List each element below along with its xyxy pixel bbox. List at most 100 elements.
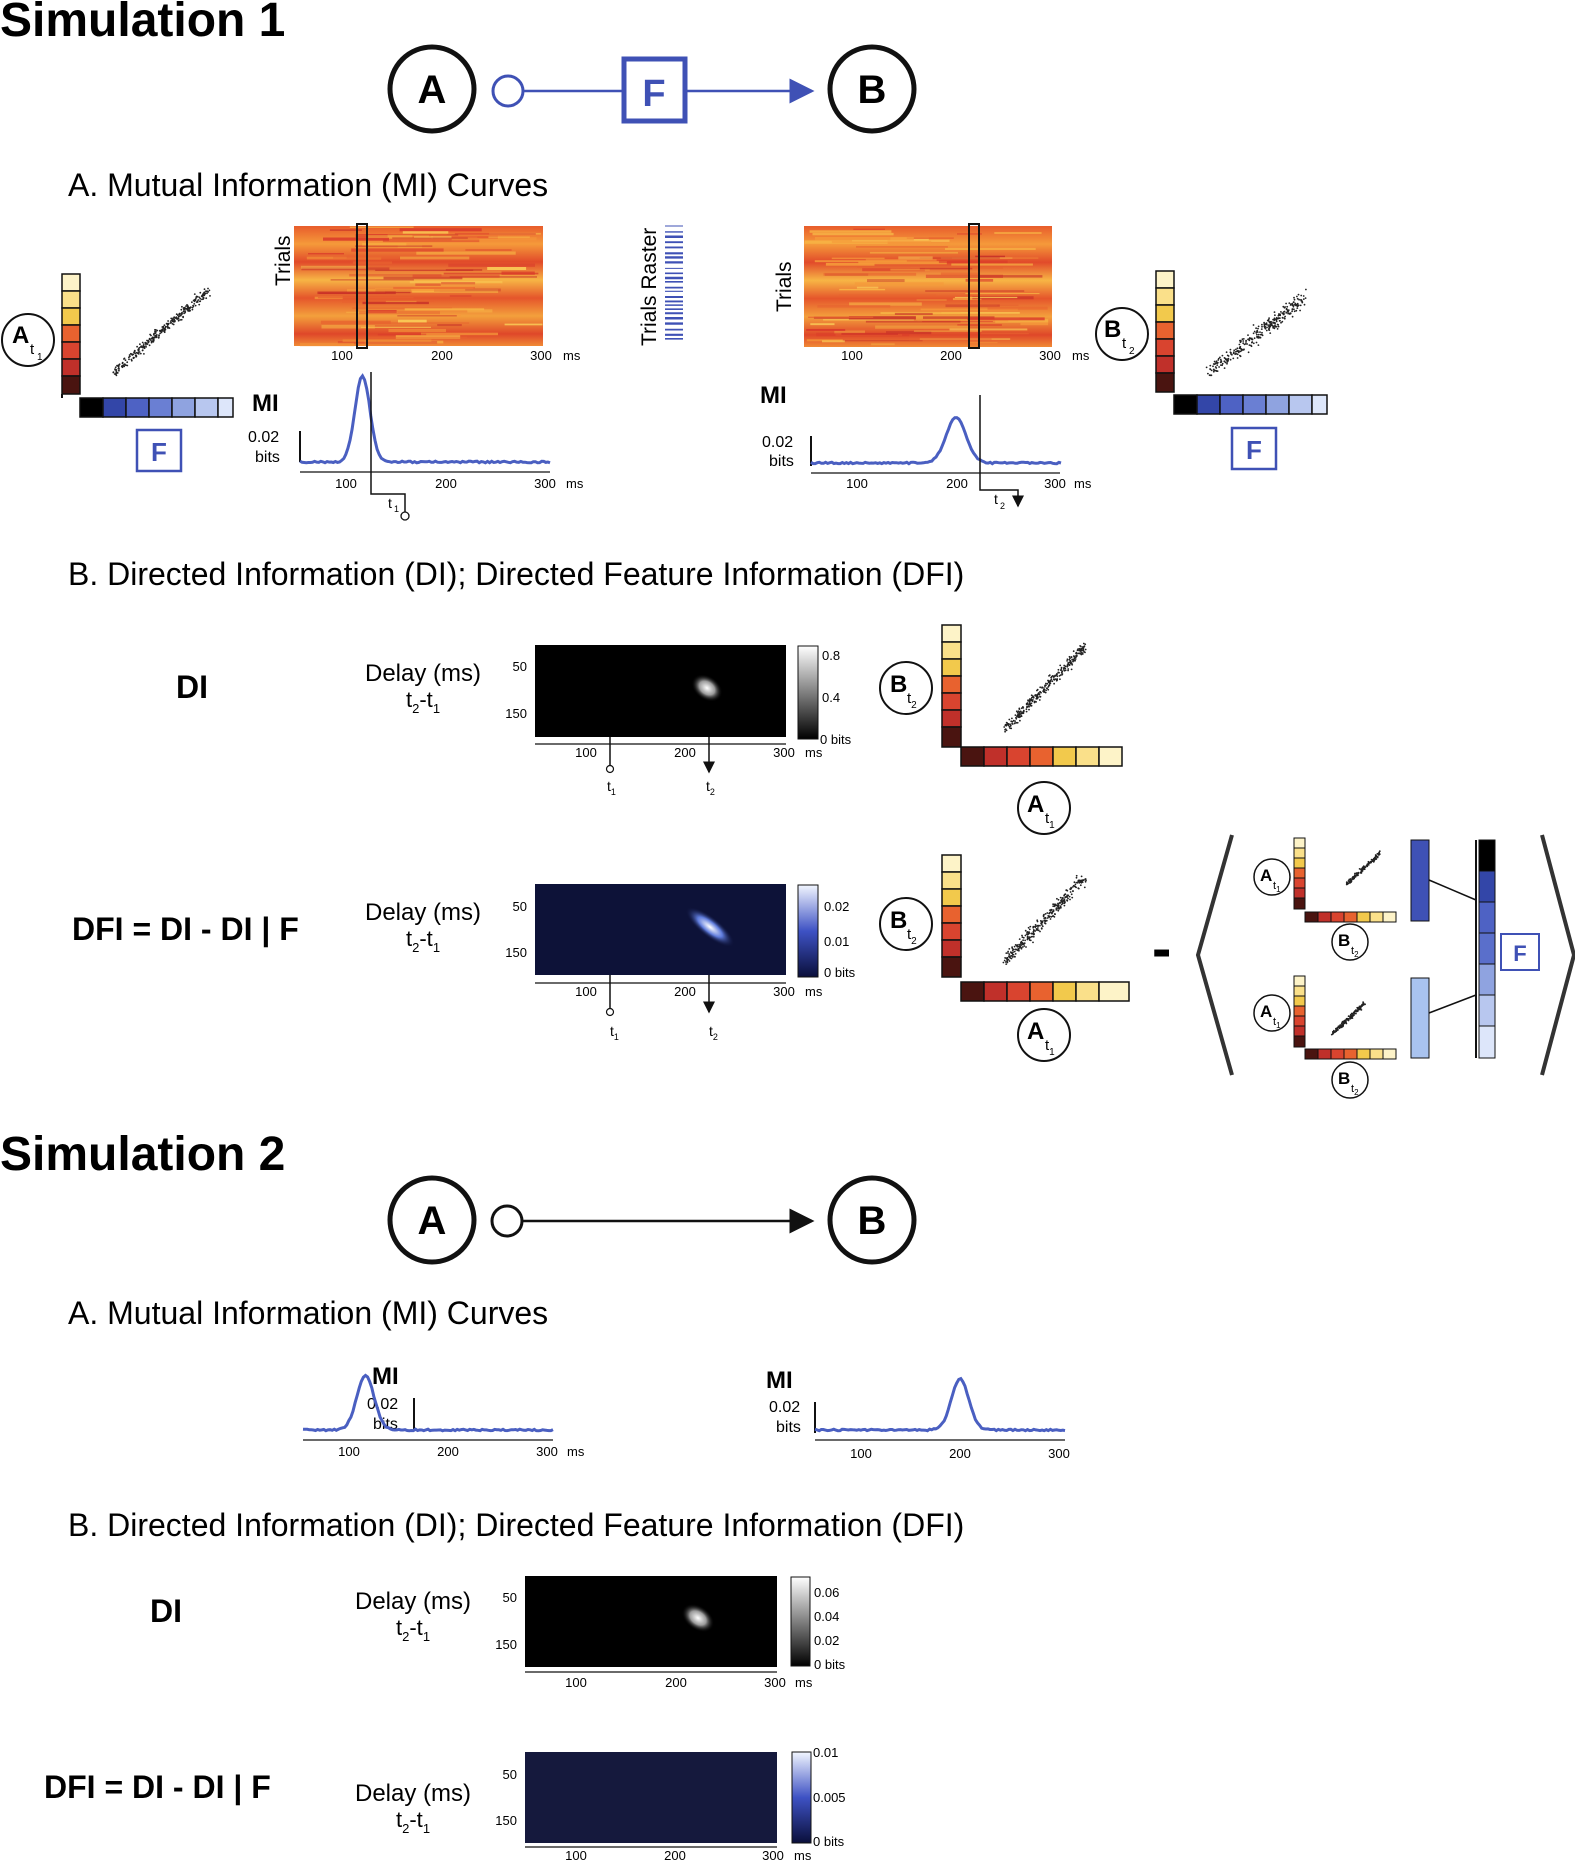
heatmap-streak (919, 338, 1011, 340)
scatter-point (1302, 295, 1305, 297)
scatter-point (1257, 344, 1260, 346)
tick-label: 100 (841, 348, 863, 363)
scatter-point (191, 308, 194, 311)
sim2-right-mi-value: 0.02 (769, 1399, 800, 1416)
scatter-point (1210, 369, 1213, 372)
tick-label: 50 (513, 659, 527, 674)
scatter-point (1012, 719, 1015, 722)
sim1-right-feature-label: F (1246, 435, 1262, 465)
sim1-left-mi-curve: MI 0.02 bits 100 200 300 ms t 1 (248, 372, 584, 521)
scatter-point (1080, 651, 1083, 654)
scatter-point (1273, 326, 1275, 329)
scatter-point (1260, 328, 1263, 330)
scatter-point (1045, 682, 1047, 685)
sim1-section-b-heading: B. Directed Information (DI); Directed F… (68, 556, 964, 592)
scatter-point (1372, 857, 1375, 860)
scatter-point (141, 349, 144, 351)
scatter-point (1293, 298, 1296, 301)
scatter-point (1299, 304, 1302, 307)
scatter-point (141, 341, 144, 344)
tick-label: 100 (335, 476, 357, 491)
scatter-point (1263, 325, 1266, 328)
scatter-point (1024, 939, 1026, 942)
heatmap-streak (886, 331, 932, 335)
scatter-point (1082, 649, 1085, 652)
heatmap-streak (402, 231, 449, 234)
svg-text:A: A (1027, 1018, 1044, 1045)
scatter-point (1302, 298, 1305, 300)
scatter-point (118, 369, 120, 372)
scatter-point (1083, 645, 1086, 648)
colorbar-label: 0.01 (824, 934, 849, 949)
heatmap-streak (400, 256, 470, 260)
tick-label: 100 (565, 1675, 587, 1690)
heatmap-streak (398, 319, 427, 323)
scatter-point (128, 354, 131, 356)
svg-text:t1: t1 (1045, 1037, 1055, 1058)
scatter-point (1024, 929, 1027, 932)
scatter-point (1235, 348, 1237, 351)
scatter-point (142, 343, 145, 345)
scatter-point (1072, 884, 1075, 887)
scatter-point (180, 308, 183, 311)
scatter-point (1259, 333, 1262, 336)
scatter-point (126, 364, 129, 367)
scatter-point (1240, 348, 1243, 350)
scatter-point (137, 353, 140, 355)
scatter-point (1238, 343, 1241, 346)
tick-label: 150 (495, 1637, 517, 1652)
scatter-point (1003, 959, 1006, 962)
scatter-point (1010, 952, 1013, 954)
scatter-point (1084, 878, 1087, 880)
sim2-node-b (827, 1175, 917, 1265)
scatter-point (1019, 713, 1022, 715)
heatmap-streak (825, 262, 875, 266)
heatmap-streak (437, 324, 462, 327)
scatter-point (1014, 948, 1017, 951)
scatter-point (1017, 710, 1020, 713)
scatter-point (1282, 313, 1285, 316)
scatter-point (139, 343, 141, 346)
tick-label: 300 (773, 984, 795, 999)
scatter-point (1004, 730, 1006, 733)
scatter-point (1080, 645, 1082, 648)
scatter-point (115, 369, 118, 371)
scatter-point (1043, 919, 1046, 922)
scatter-point (1247, 334, 1249, 336)
scatter-point (1243, 343, 1246, 346)
scatter-point (1292, 301, 1295, 304)
scatter-point (188, 310, 191, 312)
scatter-point (1335, 1029, 1338, 1032)
scatter-point (116, 372, 119, 374)
scatter-point (185, 308, 188, 310)
heatmap-streak (906, 237, 954, 239)
scatter-point (1278, 314, 1280, 316)
sim1-di-colorbar (797, 645, 819, 740)
sim1-right-mi-trace (810, 416, 1062, 466)
scatter-point (1020, 947, 1023, 949)
sim1-at1-subscript: t (30, 341, 35, 358)
scatter-point (1368, 861, 1371, 864)
sim1-di-scatter (1003, 642, 1087, 733)
scatter-point (1058, 907, 1061, 910)
scatter-point (1082, 647, 1085, 650)
sim1-left-angle-bracket (1195, 834, 1234, 1076)
scatter-point (1034, 924, 1037, 926)
scatter-point (1085, 879, 1087, 882)
scatter-point (1285, 312, 1288, 314)
scatter-point (1075, 652, 1077, 655)
scatter-point (186, 305, 189, 308)
scatter-point (1057, 904, 1060, 906)
scatter-point (1008, 953, 1011, 956)
heatmap-streak (923, 328, 961, 331)
scatter-point (1291, 310, 1293, 313)
unit-label: ms (567, 1444, 585, 1459)
scatter-point (177, 315, 180, 318)
sim1-cond-feature-label: F (1513, 941, 1526, 966)
sim1-dfi-delay-label: Delay (ms) (365, 899, 481, 926)
heatmap-streak (831, 240, 932, 244)
heatmap-streak (975, 255, 1005, 258)
sim2-section-a-heading: A. Mutual Information (MI) Curves (68, 1295, 548, 1331)
heatmap-streak (397, 315, 457, 317)
scatter-point (167, 323, 170, 326)
